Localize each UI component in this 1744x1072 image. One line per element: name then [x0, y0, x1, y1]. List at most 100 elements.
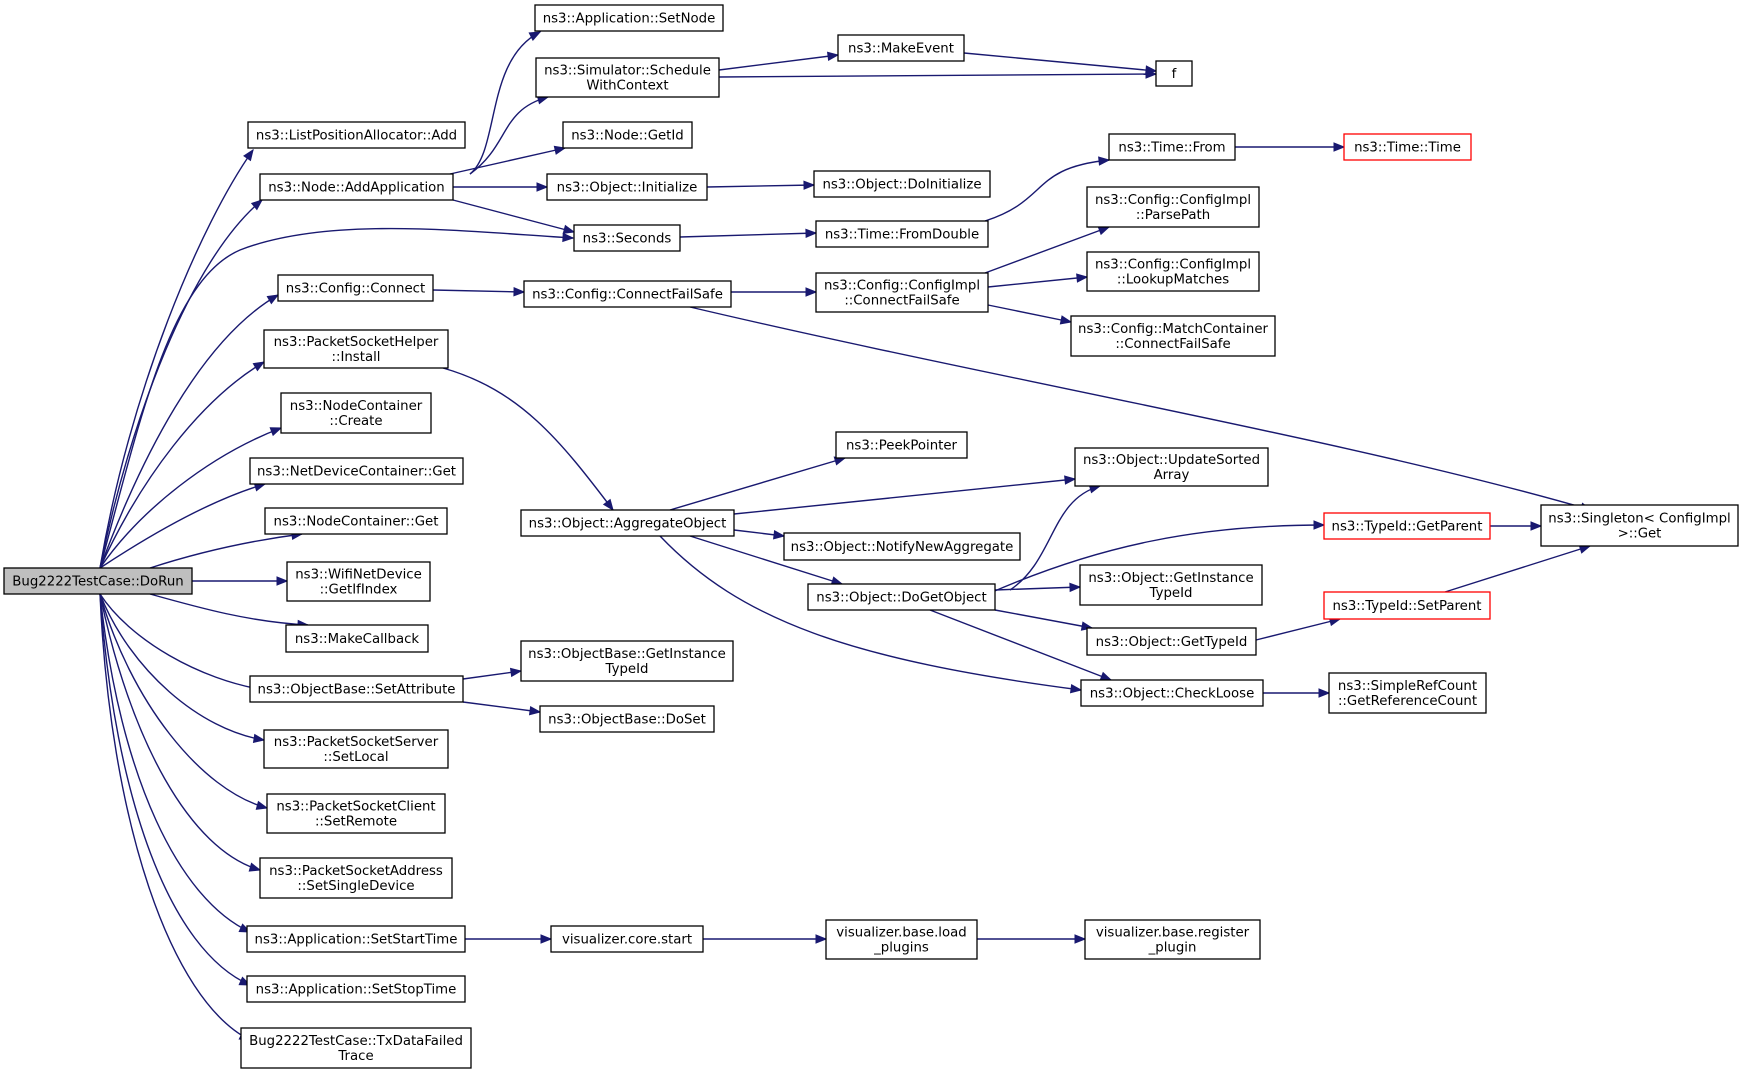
node-box	[259, 173, 454, 201]
edge-line	[1255, 618, 1341, 641]
node-label: ::ConnectFailSafe	[1115, 337, 1230, 352]
edge-line	[733, 478, 1076, 515]
node-obdoset[interactable]: ns3::ObjectBase::DoSet	[539, 705, 715, 733]
node-obsetattr[interactable]: ns3::ObjectBase::SetAttribute	[249, 675, 464, 703]
node-appstop[interactable]: ns3::Application::SetStopTime	[246, 975, 466, 1003]
arrowhead	[513, 287, 526, 297]
node-psclient[interactable]: ns3::PacketSocketClient::SetRemote	[266, 793, 446, 834]
node-label: ns3::Node::GetId	[571, 129, 684, 144]
arrowhead	[815, 934, 828, 944]
edge-timefromdouble-to-timefrom	[984, 156, 1111, 222]
node-appsetnode[interactable]: ns3::Application::SetNode	[534, 4, 724, 32]
node-label: ns3::Object::GetTypeId	[1096, 635, 1248, 650]
node-listadd[interactable]: ns3::ListPositionAllocator::Add	[247, 121, 466, 149]
node-label: ns3::Application::SetStopTime	[256, 983, 457, 998]
node-ciparse[interactable]: ns3::Config::ConfigImpl::ParsePath	[1086, 186, 1260, 228]
node-f[interactable]: f	[1155, 60, 1193, 87]
node-timetime[interactable]: ns3::Time::Time	[1343, 133, 1472, 161]
arrowhead	[602, 498, 614, 512]
node-label: ns3::PacketSocketAddress	[269, 864, 443, 879]
node-timefromdouble[interactable]: ns3::Time::FromDouble	[815, 220, 989, 248]
node-addapp[interactable]: ns3::Node::AddApplication	[259, 173, 454, 201]
node-visload[interactable]: visualizer.base.load_plugins	[825, 919, 978, 960]
node-appstart[interactable]: ns3::Application::SetStartTime	[246, 925, 466, 953]
node-box	[1079, 564, 1263, 606]
node-notifyagg[interactable]: ns3::Object::NotifyNewAggregate	[783, 532, 1021, 561]
node-label: ::GetIfIndex	[320, 583, 398, 598]
node-checkloose[interactable]: ns3::Object::CheckLoose	[1080, 679, 1264, 707]
edge-viscore-to-visload	[703, 934, 828, 944]
node-label: ns3::Time::From	[1118, 141, 1225, 156]
node-nodegetid[interactable]: ns3::Node::GetId	[562, 121, 693, 149]
node-objgettypeid[interactable]: ns3::Object::GetTypeId	[1086, 627, 1257, 656]
node-psserver[interactable]: ns3::PacketSocketServer::SetLocal	[263, 729, 449, 769]
node-objinit[interactable]: ns3::Object::Initialize	[546, 173, 708, 201]
node-viscore[interactable]: visualizer.core.start	[550, 925, 704, 953]
edge-checkloose-to-simplerc	[1263, 688, 1331, 698]
node-label: ns3::Simulator::Schedule	[544, 64, 711, 79]
node-typesetparent[interactable]: ns3::TypeId::SetParent	[1323, 591, 1491, 620]
node-cilookup[interactable]: ns3::Config::ConfigImpl::LookupMatches	[1086, 251, 1260, 292]
node-ncget[interactable]: ns3::NodeContainer::Get	[264, 507, 448, 535]
edge-root-to-psaddr	[99, 593, 262, 872]
node-label: _plugins	[873, 941, 929, 956]
node-objdoinit[interactable]: ns3::Object::DoInitialize	[813, 170, 991, 198]
edge-root-to-txfailed	[99, 593, 252, 1041]
node-psaddr[interactable]: ns3::PacketSocketAddress::SetSingleDevic…	[259, 857, 453, 899]
node-cicfs[interactable]: ns3::Config::ConfigImpl::ConnectFailSafe	[815, 272, 989, 313]
node-aggobj[interactable]: ns3::Object::AggregateObject	[520, 509, 735, 537]
node-label: ns3::Singleton< ConfigImpl	[1548, 512, 1730, 527]
node-makeevent[interactable]: ns3::MakeEvent	[837, 34, 965, 62]
node-peek[interactable]: ns3::PeekPointer	[835, 431, 968, 459]
node-label: Bug2222TestCase::TxDataFailed	[249, 1034, 463, 1049]
node-singleton[interactable]: ns3::Singleton< ConfigImpl >::Get	[1540, 504, 1739, 547]
node-box	[1086, 186, 1260, 228]
node-cfgconnect[interactable]: ns3::Config::Connect	[277, 274, 434, 302]
node-makecb[interactable]: ns3::MakeCallback	[285, 624, 429, 653]
node-box	[280, 392, 432, 434]
node-label: ns3::MakeEvent	[848, 42, 954, 57]
node-pshelper[interactable]: ns3::PacketSocketHelper::Install	[263, 329, 449, 369]
edge-dogetobj-to-checkloose	[929, 609, 1113, 681]
node-label: ns3::Object::DoInitialize	[822, 178, 981, 193]
node-dogetobj[interactable]: ns3::Object::DoGetObject	[807, 583, 996, 611]
edge-root-to-obsetattr	[99, 593, 267, 694]
edge-pshelper-to-aggobj	[442, 367, 614, 512]
edge-obsetattr-to-obgetinst	[462, 667, 523, 680]
node-wifiifindex[interactable]: ns3::WifiNetDevice::GetIfIndex	[286, 561, 431, 602]
edge-addapp-to-nodegetid	[449, 145, 567, 175]
arrowhead	[269, 427, 283, 437]
node-label: ns3::Config::ConfigImpl	[1095, 193, 1251, 208]
node-visreg[interactable]: visualizer.base.register_plugin	[1084, 919, 1261, 960]
edge-objgettypeid-to-typesetparent	[1255, 616, 1342, 641]
edge-line	[99, 483, 266, 569]
edge-line	[469, 96, 549, 175]
edge-line	[99, 593, 261, 871]
arrowhead	[1059, 315, 1073, 325]
node-ndcget[interactable]: ns3::NetDeviceContainer::Get	[249, 457, 464, 485]
node-box	[277, 274, 434, 302]
nodes-layer: Bug2222TestCase::DoRun ns3::ListPositionA…	[3, 4, 1739, 1069]
node-nccreate[interactable]: ns3::NodeContainer::Create	[280, 392, 432, 434]
node-mccfs[interactable]: ns3::Config::MatchContainer::ConnectFail…	[1070, 315, 1276, 357]
node-typegetparent[interactable]: ns3::TypeId::GetParent	[1323, 512, 1491, 540]
arrowhead	[255, 800, 269, 810]
node-simplerc[interactable]: ns3::SimpleRefCount::GetReferenceCount	[1328, 672, 1487, 714]
node-label: ns3::NodeContainer	[290, 399, 423, 414]
node-cfgcfs[interactable]: ns3::Config::ConnectFailSafe	[523, 280, 732, 308]
node-timefrom[interactable]: ns3::Time::From	[1108, 133, 1236, 161]
node-box	[1540, 504, 1739, 547]
edge-timefrom-to-timetime	[1235, 142, 1346, 152]
edge-line	[99, 593, 268, 809]
node-seconds[interactable]: ns3::Seconds	[573, 224, 681, 252]
edge-line	[689, 535, 843, 585]
node-root[interactable]: Bug2222TestCase::DoRun	[3, 567, 193, 595]
edge-line	[469, 31, 541, 175]
arrowhead	[276, 576, 289, 586]
node-label: ns3::TypeId::SetParent	[1332, 599, 1481, 614]
